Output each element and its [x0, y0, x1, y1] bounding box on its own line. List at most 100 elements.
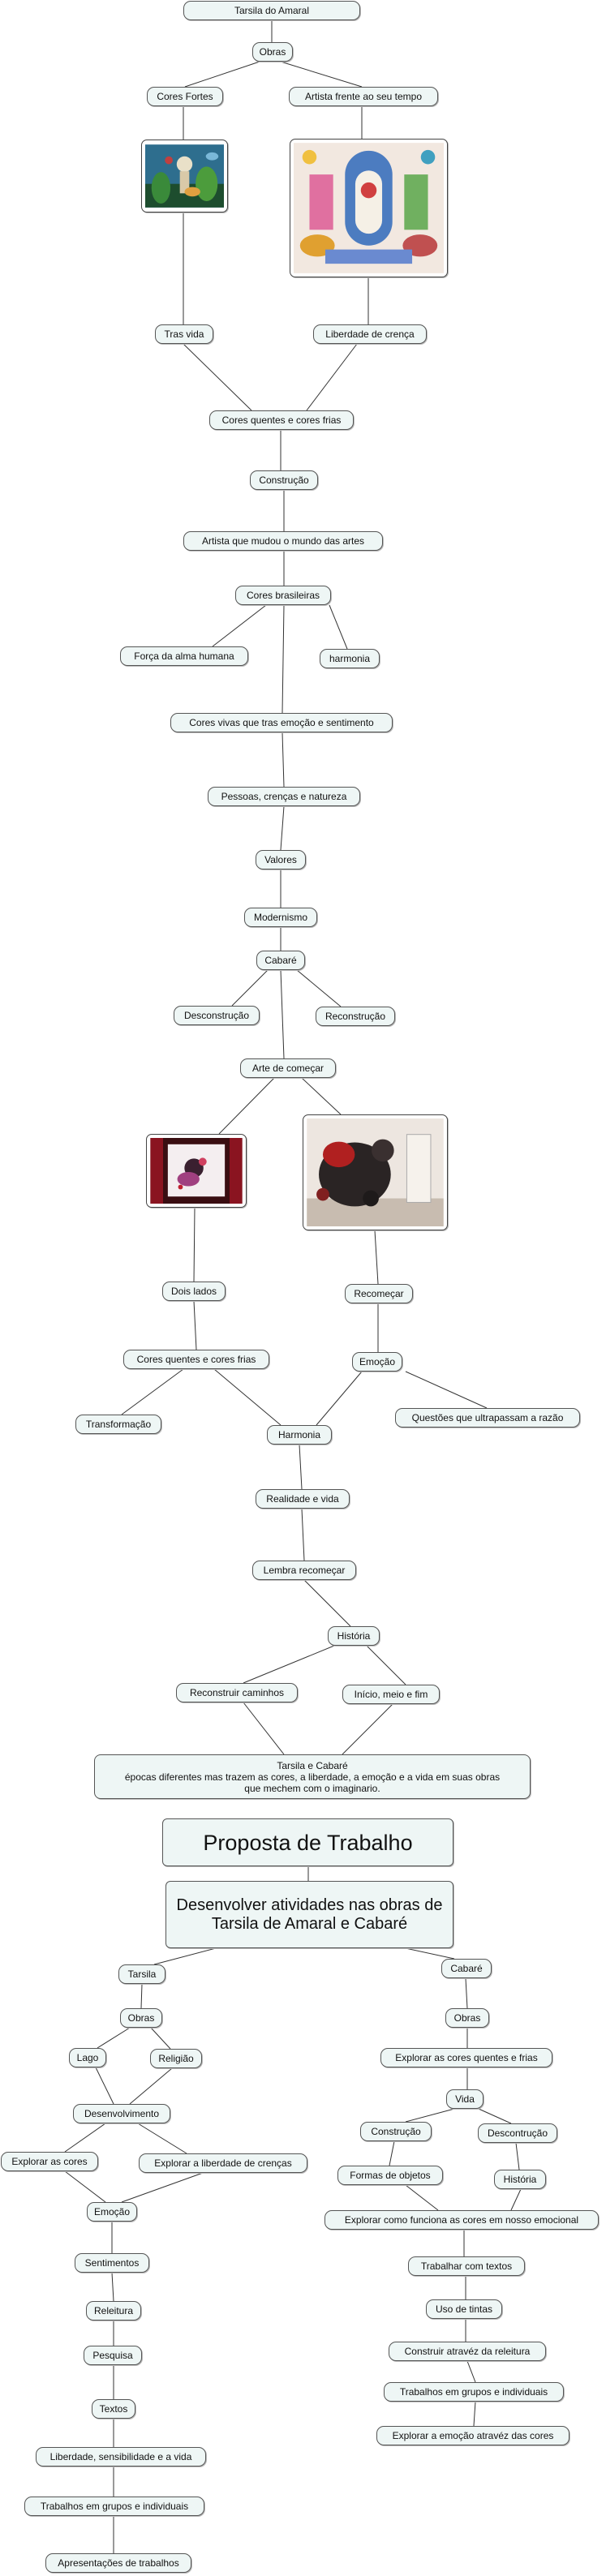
- node-lembra[interactable]: Lembra recomeçar: [252, 1561, 356, 1580]
- node-r-historia[interactable]: História: [494, 2170, 546, 2189]
- node-artista-frente[interactable]: Artista frente ao seu tempo: [289, 87, 438, 106]
- connector-line: [243, 1646, 334, 1683]
- node-r-cabare[interactable]: Cabaré: [441, 1959, 492, 1978]
- connector-line: [154, 1948, 216, 1964]
- node-r-explorar-emocional[interactable]: Explorar como funciona as cores em nosso…: [324, 2210, 599, 2230]
- painting-stage-image: [146, 1134, 247, 1208]
- node-desenvolver[interactable]: Desenvolver atividades nas obras de Tars…: [165, 1881, 453, 1948]
- connector-line: [96, 2067, 114, 2104]
- node-cores-qf-2[interactable]: Cores quentes e cores frias: [123, 1350, 269, 1369]
- tarsila-cabare-title: Tarsila e Cabaré: [277, 1760, 347, 1771]
- node-cores-vivas[interactable]: Cores vivas que tras emoção e sentimento: [170, 713, 393, 732]
- node-emocao-1[interactable]: Emoção: [352, 1352, 402, 1372]
- connector-line: [389, 2141, 394, 2166]
- connector-line: [406, 2109, 454, 2122]
- connector-line: [219, 1078, 274, 1134]
- node-r-formas[interactable]: Formas de objetos: [337, 2166, 443, 2185]
- node-l-releitura[interactable]: Releitura: [86, 2301, 141, 2321]
- node-harmonia-2[interactable]: Harmonia: [267, 1425, 332, 1445]
- node-l-sentimentos[interactable]: Sentimentos: [75, 2253, 149, 2273]
- node-transformacao[interactable]: Transformação: [75, 1415, 161, 1434]
- tarsila-cabare-line2: épocas diferentes mas trazem as cores, a…: [125, 1771, 500, 1783]
- connector-line: [97, 2028, 130, 2048]
- node-l-desenvolvimento[interactable]: Desenvolvimento: [73, 2104, 170, 2123]
- connector-line: [65, 2123, 105, 2152]
- node-r-uso-tintas[interactable]: Uso de tintas: [426, 2299, 502, 2319]
- connector-line: [194, 1208, 195, 1282]
- connector-line: [367, 1646, 406, 1685]
- node-cores-fortes[interactable]: Cores Fortes: [147, 87, 223, 106]
- node-l-textos[interactable]: Textos: [92, 2399, 135, 2419]
- node-proposta[interactable]: Proposta de Trabalho: [162, 1818, 453, 1866]
- node-cabare[interactable]: Cabaré: [256, 951, 305, 970]
- node-l-lago[interactable]: Lago: [69, 2048, 106, 2067]
- node-r-desconstrucao[interactable]: Descontrução: [478, 2123, 557, 2143]
- connector-line: [243, 1702, 284, 1754]
- node-l-apresentacoes[interactable]: Apresentações de trabalhos: [45, 2553, 191, 2573]
- connector-line: [130, 2068, 172, 2104]
- node-inicio[interactable]: Início, meio e fim: [342, 1685, 440, 1704]
- node-r-obras[interactable]: Obras: [445, 2008, 489, 2028]
- node-historia-1[interactable]: História: [328, 1626, 380, 1646]
- node-cores-brasileiras[interactable]: Cores brasileiras: [235, 586, 331, 605]
- node-r-trabalhar-textos[interactable]: Trabalhar com textos: [408, 2256, 525, 2276]
- connector-line: [281, 970, 284, 1058]
- connector-line: [112, 2273, 114, 2301]
- node-tarsila-cabare[interactable]: Tarsila e Cabaré épocas diferentes mas t…: [94, 1754, 531, 1799]
- node-valores[interactable]: Valores: [256, 850, 306, 869]
- node-questoes[interactable]: Questões que ultrapassam a razão: [395, 1408, 580, 1428]
- connector-line: [474, 2402, 475, 2426]
- painting-gallery-image: [303, 1114, 448, 1230]
- node-dois-lados[interactable]: Dois lados: [162, 1282, 226, 1301]
- node-recomecar[interactable]: Recomeçar: [345, 1284, 413, 1303]
- node-r-construcao[interactable]: Construção: [360, 2122, 432, 2141]
- node-l-tarsila[interactable]: Tarsila: [118, 1964, 165, 1984]
- node-cores-qf-1[interactable]: Cores quentes e cores frias: [209, 410, 354, 430]
- node-liberdade-crenca[interactable]: Liberdade de crença: [313, 324, 427, 344]
- node-reconstruir[interactable]: Reconstruir caminhos: [176, 1683, 298, 1702]
- node-l-explorar-cores[interactable]: Explorar as cores: [1, 2152, 98, 2171]
- node-l-religiao[interactable]: Religião: [150, 2049, 202, 2068]
- painting-religious-icon: [294, 143, 444, 273]
- node-artista-mudou[interactable]: Artista que mudou o mundo das artes: [183, 531, 383, 551]
- node-desconstrucao-1[interactable]: Desconstrução: [174, 1006, 260, 1025]
- node-r-explorar-emocao[interactable]: Explorar a emoção atravéz das cores: [376, 2426, 569, 2445]
- node-l-explorar-liberdade[interactable]: Explorar a liberdade de crenças: [139, 2153, 307, 2173]
- connector-line: [406, 1948, 454, 1959]
- connector-line: [297, 970, 341, 1007]
- node-r-construir[interactable]: Construir atravéz da releitura: [389, 2342, 546, 2361]
- connector-line: [281, 62, 362, 87]
- node-r-explorar-qf[interactable]: Explorar as cores quentes e frias: [380, 2048, 552, 2067]
- root-node[interactable]: Tarsila do Amaral: [183, 1, 360, 20]
- connector-line: [304, 1580, 350, 1626]
- tarsila-cabare-line3: que mechem com o imaginario.: [244, 1783, 380, 1794]
- node-l-liberdade-sens[interactable]: Liberdade, sensibilidade e a vida: [36, 2447, 206, 2467]
- node-r-vida[interactable]: Vida: [446, 2089, 484, 2109]
- connector-line: [232, 970, 268, 1006]
- node-l-trabalhos[interactable]: Trabalhos em grupos e individuais: [24, 2497, 204, 2516]
- node-l-emocao[interactable]: Emoção: [87, 2202, 137, 2222]
- connector-line: [281, 806, 284, 850]
- connector-line: [141, 1984, 142, 2008]
- connector-line: [307, 344, 357, 410]
- node-forca-alma[interactable]: Força da alma humana: [120, 646, 248, 666]
- node-construcao[interactable]: Construção: [250, 470, 318, 490]
- connector-line: [122, 1369, 183, 1415]
- connector-line: [214, 1369, 281, 1425]
- node-pessoas[interactable]: Pessoas, crenças e natureza: [208, 787, 360, 806]
- painting-tropical-image: [141, 140, 228, 213]
- node-tras-vida[interactable]: Tras vida: [155, 324, 213, 344]
- node-realidade[interactable]: Realidade e vida: [256, 1489, 350, 1509]
- node-arte-comecar[interactable]: Arte de começar: [240, 1058, 336, 1078]
- node-obras[interactable]: Obras: [252, 42, 293, 62]
- connector-line: [406, 2185, 438, 2210]
- node-modernismo[interactable]: Modernismo: [244, 908, 317, 927]
- node-reconstrucao[interactable]: Reconstrução: [316, 1007, 395, 1026]
- node-l-obras[interactable]: Obras: [120, 2008, 162, 2028]
- node-r-trabalhos[interactable]: Trabalhos em grupos e individuais: [384, 2382, 564, 2402]
- connector-line: [151, 2028, 170, 2049]
- connector-line: [302, 1509, 304, 1561]
- node-l-pesquisa[interactable]: Pesquisa: [84, 2346, 142, 2365]
- desenvolver-line1: Desenvolver atividades nas obras de: [177, 1896, 443, 1915]
- node-harmonia-1[interactable]: harmonia: [320, 649, 380, 668]
